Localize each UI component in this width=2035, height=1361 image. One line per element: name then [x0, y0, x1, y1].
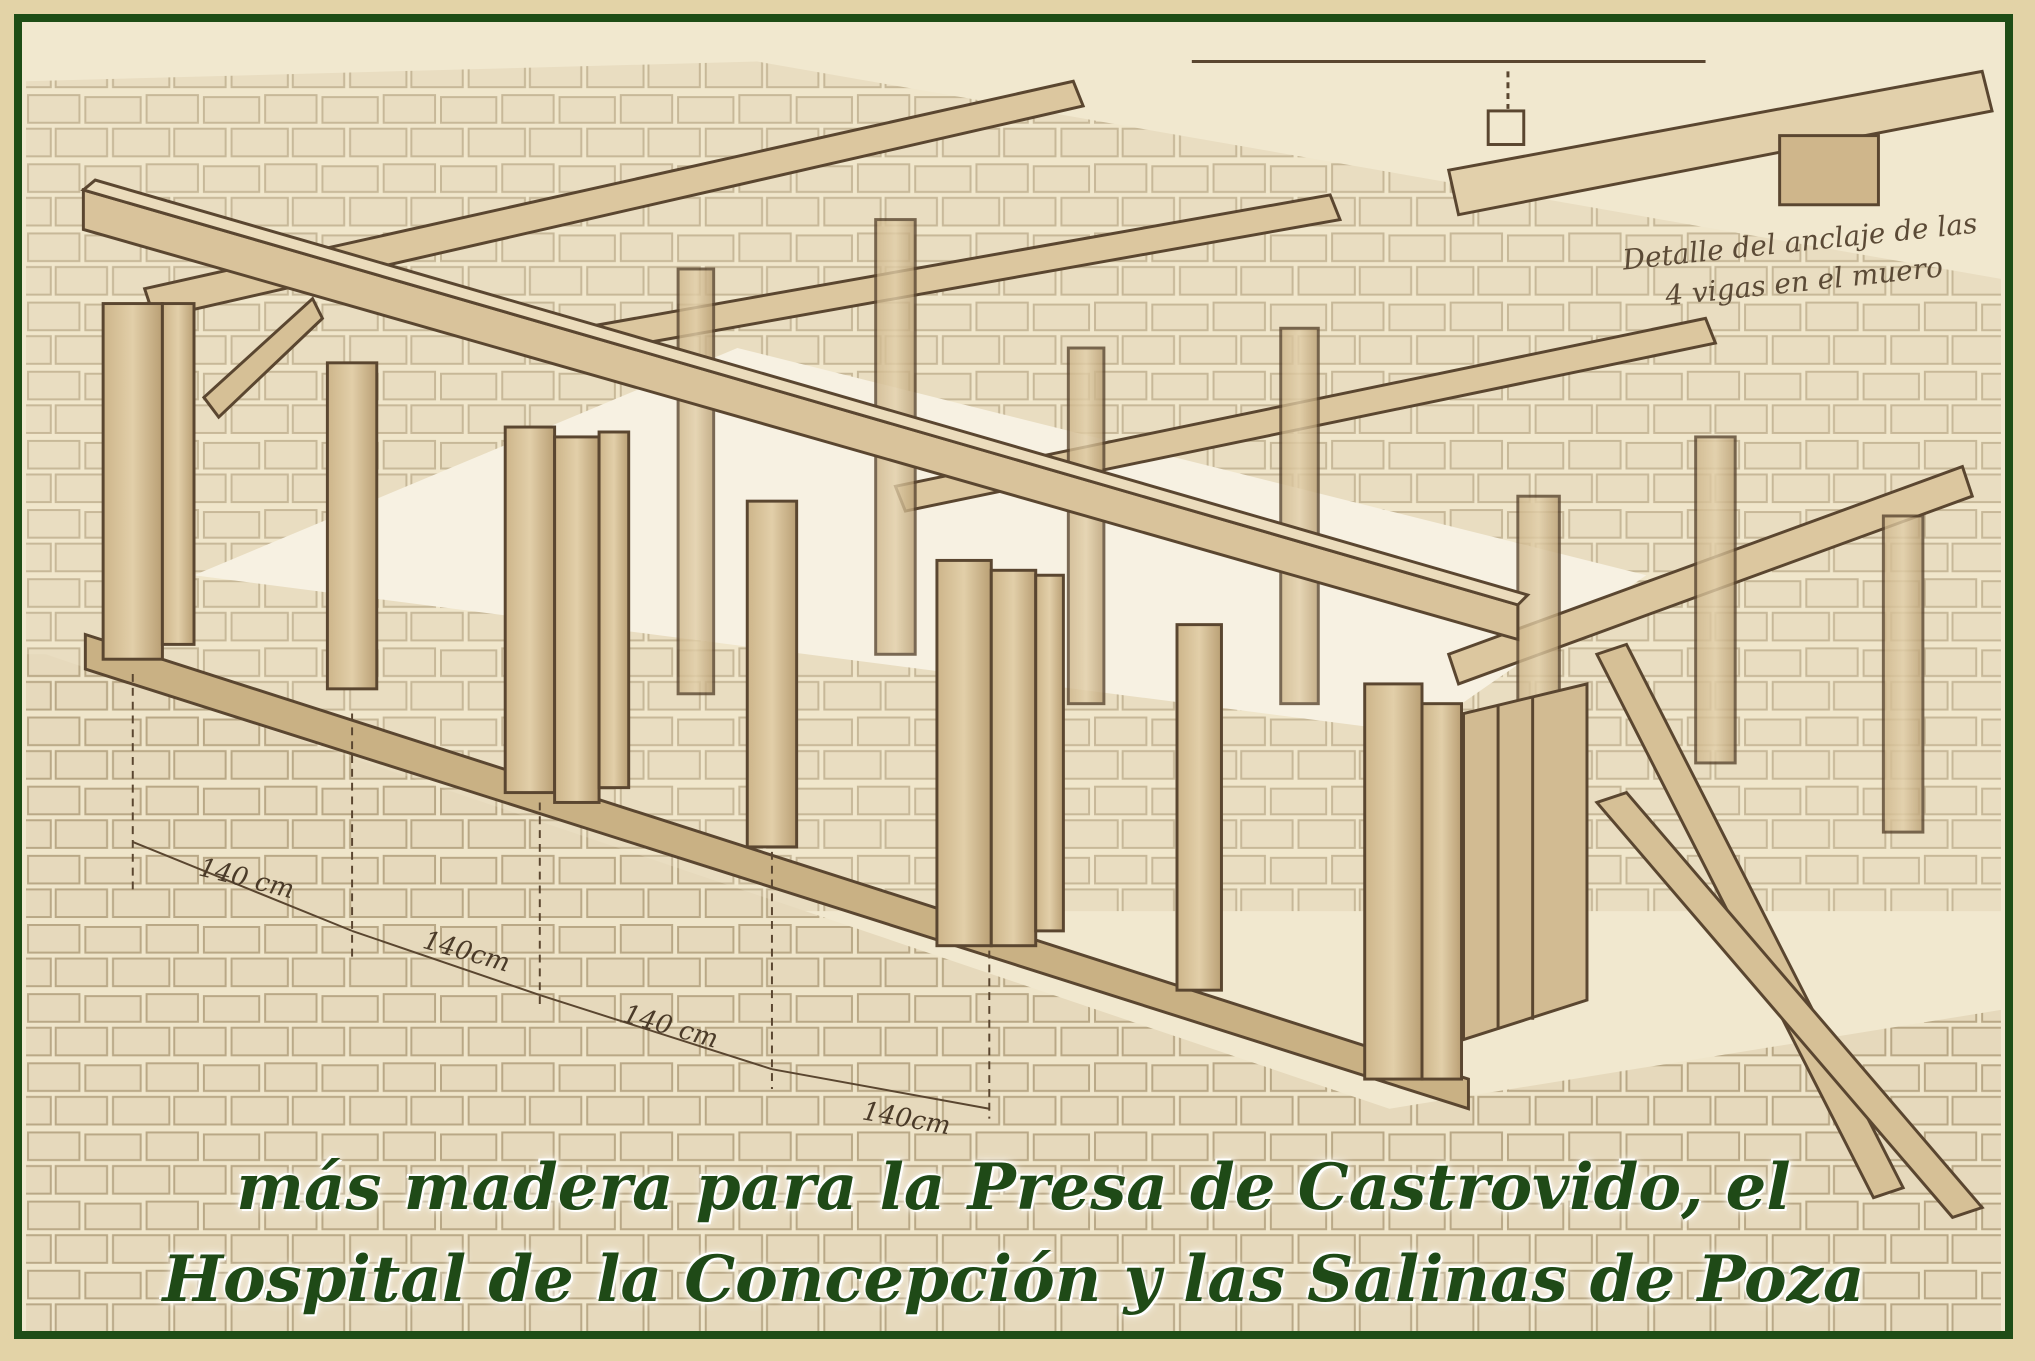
dimension-lines — [131, 674, 991, 1119]
top-beam — [80, 178, 1531, 642]
vertical-posts — [101, 218, 1925, 1081]
diagonal-braces — [201, 296, 1985, 1220]
anchor-detail-inset — [1191, 60, 1994, 217]
timber-formwork-drawing — [26, 60, 2001, 1331]
stone-wall-front — [26, 654, 2001, 1331]
illustration-frame: 140 cm 140cm 140 cm 140cm Detalle del an… — [14, 14, 2013, 1339]
end-panel — [1462, 682, 1589, 1042]
caption-line-1: más madera para la Presa de Castrovido, … — [236, 1150, 1791, 1225]
caption-line-2: Hospital de la Concepción y las Salinas … — [162, 1242, 1865, 1317]
